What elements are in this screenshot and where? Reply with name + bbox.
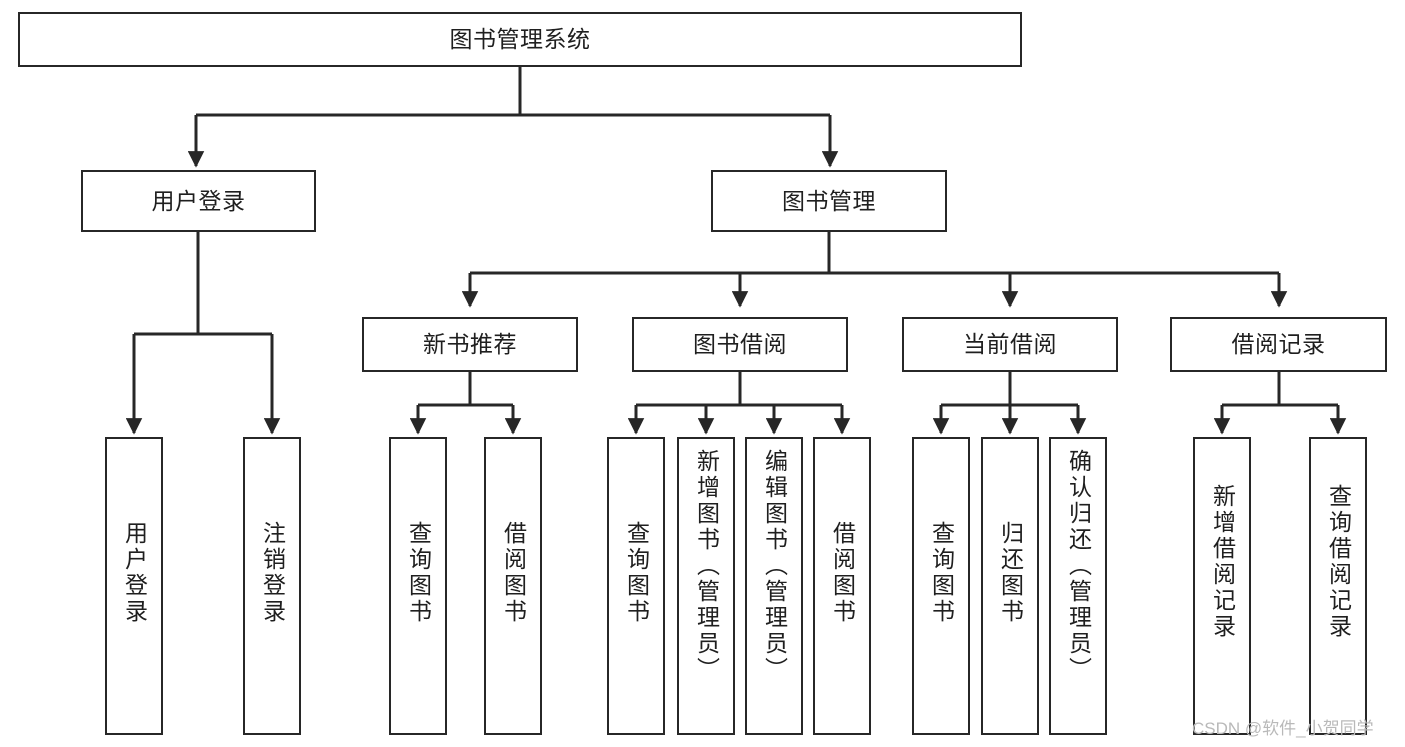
node-leaf-12[interactable]: 新增借阅记录 <box>1193 437 1251 735</box>
node-leaf-8-label: 借阅图书 <box>829 521 856 625</box>
node-leaf-3[interactable]: 查询图书 <box>389 437 447 735</box>
node-leaf-3-label: 查询图书 <box>405 521 432 625</box>
node-leaf-10[interactable]: 归还图书 <box>981 437 1039 735</box>
node-login[interactable]: 用户登录 <box>81 170 316 232</box>
node-root-label: 图书管理系统 <box>449 26 591 52</box>
node-leaf-6[interactable]: 新增图书（管理员） <box>677 437 735 735</box>
node-leaf-1-label: 用户登录 <box>121 521 148 625</box>
node-root[interactable]: 图书管理系统 <box>18 12 1022 67</box>
node-bookmgmt-label: 图书管理 <box>782 187 876 214</box>
node-current[interactable]: 当前借阅 <box>902 317 1118 372</box>
node-leaf-7-label: 编辑图书（管理员） <box>761 449 788 683</box>
node-leaf-13-label: 查询借阅记录 <box>1325 484 1352 640</box>
node-leaf-2[interactable]: 注销登录 <box>243 437 301 735</box>
node-borrow-label: 图书借阅 <box>693 331 787 357</box>
node-leaf-5-label: 查询图书 <box>623 521 650 625</box>
node-newbook[interactable]: 新书推荐 <box>362 317 578 372</box>
node-leaf-10-label: 归还图书 <box>997 521 1024 625</box>
node-leaf-7[interactable]: 编辑图书（管理员） <box>745 437 803 735</box>
node-leaf-1[interactable]: 用户登录 <box>105 437 163 735</box>
node-borrow[interactable]: 图书借阅 <box>632 317 848 372</box>
node-records-label: 借阅记录 <box>1231 331 1326 357</box>
node-leaf-2-label: 注销登录 <box>259 521 286 625</box>
node-bookmgmt[interactable]: 图书管理 <box>711 170 947 232</box>
node-leaf-9[interactable]: 查询图书 <box>912 437 970 735</box>
node-current-label: 当前借阅 <box>963 331 1057 357</box>
node-leaf-13[interactable]: 查询借阅记录 <box>1309 437 1367 735</box>
node-leaf-12-label: 新增借阅记录 <box>1209 484 1236 640</box>
node-login-label: 用户登录 <box>151 187 246 214</box>
node-leaf-9-label: 查询图书 <box>928 521 955 625</box>
node-leaf-4[interactable]: 借阅图书 <box>484 437 542 735</box>
node-leaf-11-label: 确认归还（管理员） <box>1065 449 1092 683</box>
node-newbook-label: 新书推荐 <box>423 331 517 357</box>
node-leaf-5[interactable]: 查询图书 <box>607 437 665 735</box>
node-records[interactable]: 借阅记录 <box>1170 317 1387 372</box>
node-leaf-6-label: 新增图书（管理员） <box>693 449 720 683</box>
node-leaf-4-label: 借阅图书 <box>500 521 527 625</box>
node-leaf-8[interactable]: 借阅图书 <box>813 437 871 735</box>
node-leaf-11[interactable]: 确认归还（管理员） <box>1049 437 1107 735</box>
